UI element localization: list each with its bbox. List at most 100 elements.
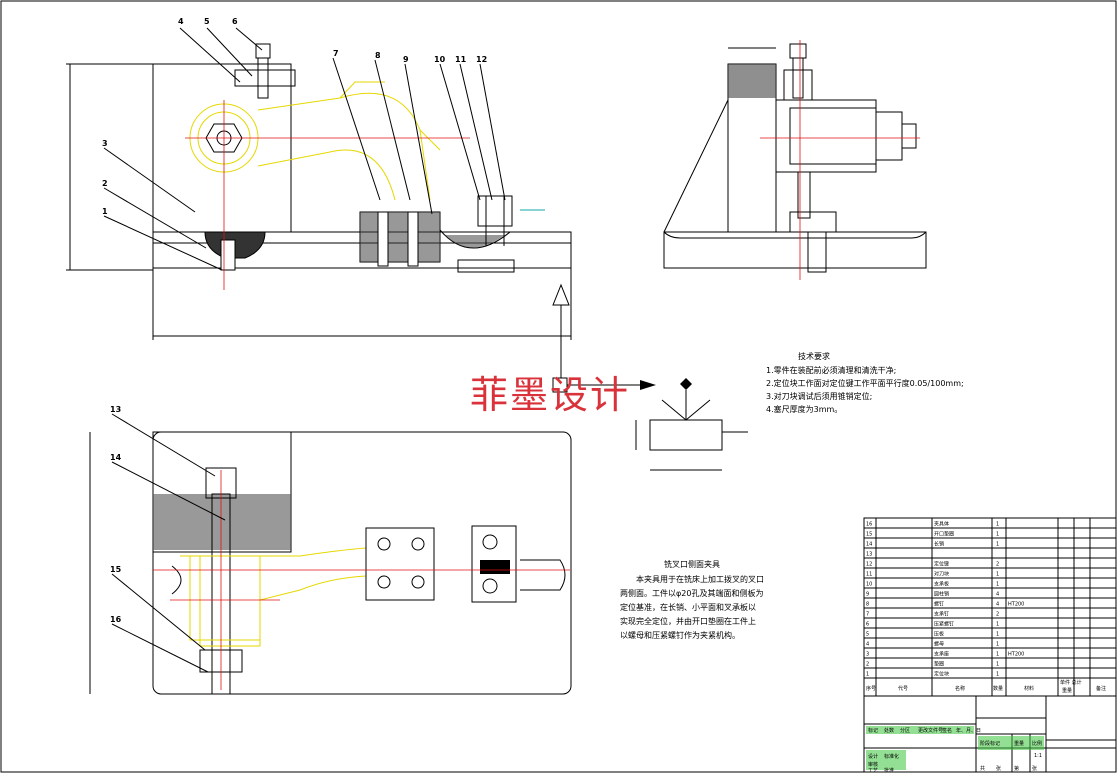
title-block-cell: 标记 — [868, 727, 878, 734]
bom-row-name: 螺母 — [934, 641, 944, 648]
balloon-1: 1 — [102, 207, 108, 216]
tech-req-title: 技术要求 — [798, 351, 830, 361]
description-line: 定位基准，在长销、小平面和叉承板以 — [620, 602, 756, 612]
title-block-cell: 处数 — [884, 727, 894, 734]
bom-row-name: 螺钉 — [934, 601, 944, 608]
tech-req-item: 2.定位块工作面对定位键工作平面平行度0.05/100mm; — [766, 378, 964, 388]
bom-row-qty: 2 — [996, 612, 999, 618]
bom-row-qty: 1 — [996, 642, 999, 648]
bom-header-no: 序号 — [866, 685, 876, 692]
balloon-16: 16 — [110, 615, 122, 624]
bom-row-no: 6 — [866, 622, 869, 628]
plan-support-block — [471, 525, 517, 603]
bom-row-qty: 1 — [996, 662, 999, 668]
title-block-cell: 重量 — [1014, 740, 1024, 747]
title-block-cell: 批准 — [884, 767, 894, 774]
bom-row-material: HT200 — [1008, 602, 1024, 608]
side-clamp-body — [775, 99, 877, 173]
bom-row-qty: 2 — [996, 562, 999, 568]
front-view — [66, 43, 656, 393]
bom-row-name: 长销 — [934, 541, 944, 548]
bom-row-qty: 4 — [996, 602, 999, 608]
balloon-12: 12 — [476, 55, 487, 64]
balloon-11: 11 — [455, 55, 467, 64]
bom-row-name: 支承板 — [934, 581, 949, 588]
bom-row-qty: 1 — [996, 532, 999, 538]
bom-header-remark: 备注 — [1096, 685, 1106, 692]
title-block-cell: 共 — [980, 765, 985, 772]
title-block-cell: 工艺 — [868, 768, 878, 774]
bom-row-name: 压板 — [934, 631, 944, 638]
scale-value: 1:1 — [1034, 753, 1042, 759]
bom-row-no: 3 — [866, 652, 869, 658]
detail-view — [635, 378, 748, 471]
balloon-10: 10 — [434, 55, 446, 64]
bom-row-no: 9 — [866, 592, 869, 598]
bom-row-name: 开口垫圈 — [934, 531, 954, 538]
bom-row-no: 10 — [866, 582, 872, 588]
plan-view — [89, 431, 572, 695]
bom-header-unit-total: 单件 总计 — [1060, 679, 1082, 686]
bom-row-name: 垫圈 — [934, 661, 944, 668]
bom-row-qty: 1 — [996, 572, 999, 578]
bom-row-name: 定位键 — [934, 561, 949, 568]
balloon-3: 3 — [102, 139, 108, 148]
bom-row-no: 16 — [866, 522, 872, 528]
bom-row-material: HT200 — [1008, 652, 1024, 658]
balloon-5: 5 — [204, 17, 210, 26]
bom-row-qty: 1 — [996, 622, 999, 628]
bom-row-qty: 1 — [996, 522, 999, 528]
title-block-cell: 分区 — [900, 727, 910, 734]
view-arrow — [552, 283, 570, 306]
bom-row-no: 2 — [866, 662, 869, 668]
bom-row-name: 对刀块 — [934, 571, 949, 578]
watermark: 菲墨设计 — [470, 373, 630, 417]
bom-row-qty: 1 — [996, 582, 999, 588]
title-block-cell: 签名 — [942, 727, 952, 734]
balloon-9: 9 — [403, 55, 409, 64]
bom-row-no: 13 — [866, 552, 872, 558]
tech-req-item: 4.塞尺厚度为3mm。 — [766, 404, 842, 414]
bom-header-weight: 重量 — [1062, 687, 1072, 694]
bom-row-no: 4 — [866, 642, 869, 648]
balloon-13: 13 — [110, 405, 121, 414]
description-line: 本夹具用于在铣床上加工拨叉的叉口 — [636, 574, 764, 584]
side-view — [663, 40, 927, 280]
bom-header-name: 名称 — [955, 685, 965, 692]
detail-block — [649, 419, 723, 451]
bom-row-name: 夹具体 — [934, 521, 949, 528]
plan-leaders — [111, 413, 226, 673]
title-block-cell: 阶段标记 — [980, 740, 1000, 747]
balloon-8: 8 — [375, 51, 381, 60]
bom-row-no: 15 — [866, 532, 872, 538]
title-block-cell: 比例 — [1032, 740, 1042, 747]
fixture-body — [152, 63, 292, 233]
bom-row-qty: 1 — [996, 672, 999, 678]
balloon-15: 15 — [110, 565, 122, 574]
balloon-6: 6 — [232, 17, 238, 26]
bom-row-no: 5 — [866, 632, 869, 638]
title-block-cell: 设计 — [868, 753, 878, 760]
bom-row-name: 支承座 — [934, 651, 949, 658]
title-block-cell: 标准化 — [884, 753, 899, 760]
bom-row-no: 12 — [866, 562, 872, 568]
workpiece-arm — [257, 92, 431, 201]
bom-row-qty: 1 — [996, 542, 999, 548]
bom-row-no: 1 — [866, 672, 869, 678]
bom-row-no: 11 — [866, 572, 872, 578]
bom-row-qty: 1 — [996, 632, 999, 638]
balloon-4: 4 — [178, 17, 184, 26]
bom-row-name: 压紧螺钉 — [934, 621, 954, 628]
bom-row-no: 8 — [866, 602, 869, 608]
bom-header-code: 代号 — [898, 685, 908, 692]
plan-base — [152, 431, 572, 695]
bom-header-material: 材料 — [1024, 685, 1034, 692]
bom-row-qty: 4 — [996, 592, 999, 598]
title-block-cell: 审核 — [868, 761, 878, 768]
balloon-2: 2 — [102, 179, 108, 188]
support-plate — [439, 229, 540, 249]
bom-row-no: 7 — [866, 612, 869, 618]
title-block-cell: 第 — [1014, 765, 1019, 772]
